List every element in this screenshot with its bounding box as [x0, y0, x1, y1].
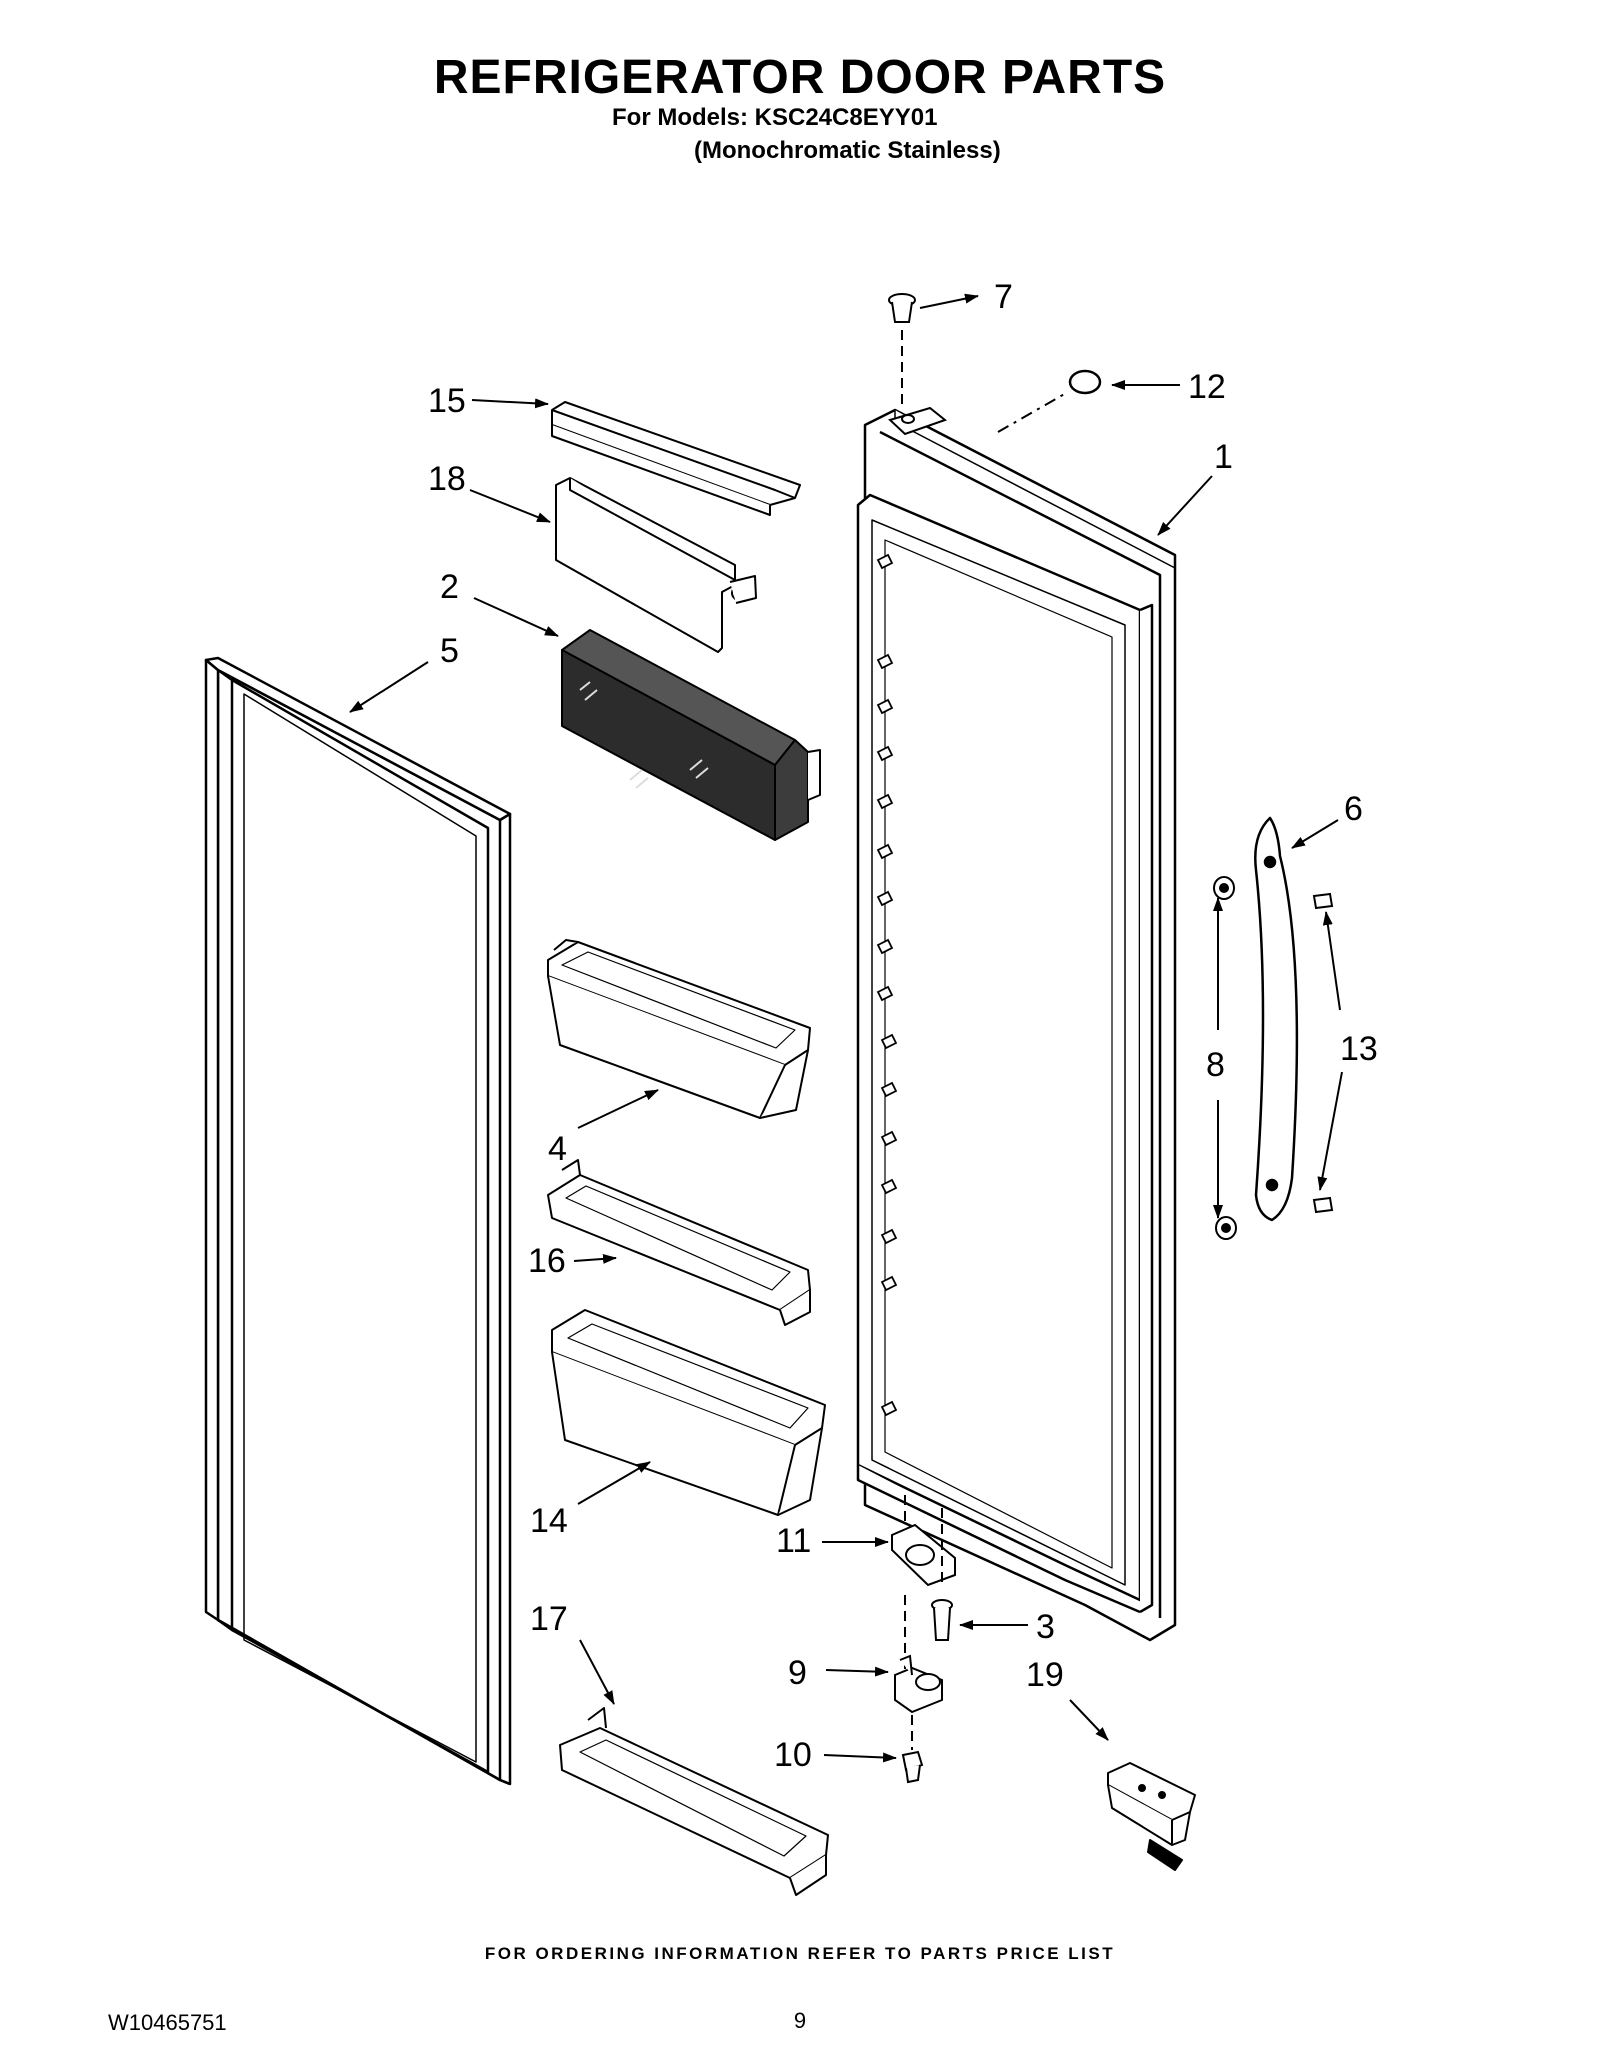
callout-6: 6 [1344, 790, 1363, 828]
callout-1: 1 [1214, 438, 1233, 476]
handle-screws [1312, 892, 1334, 1214]
page-number: 9 [793, 2008, 807, 2033]
hinge-screw [931, 1599, 953, 1641]
hinge-o-ring [1068, 369, 1102, 395]
dairy-door [551, 401, 801, 516]
callout-14: 14 [530, 1502, 568, 1540]
callout-7: 7 [994, 278, 1013, 316]
callout-4: 4 [548, 1130, 567, 1168]
door-bin-bottom-tray [559, 1707, 829, 1896]
door-shelf-supports [876, 553, 898, 1417]
door-gasket [204, 656, 512, 1786]
document-number: W10465751 [108, 2010, 227, 2035]
callout-18: 18 [428, 460, 466, 498]
callout-19: 19 [1026, 1656, 1064, 1694]
dairy-cover [555, 477, 757, 653]
callout-3: 3 [1036, 1608, 1055, 1646]
page-title: REFRIGERATOR DOOR PARTS [433, 51, 1167, 104]
callout-5: 5 [440, 632, 459, 670]
ordering-note: FOR ORDERING INFORMATION REFER TO PARTS … [484, 1944, 1116, 1963]
callout-12: 12 [1188, 368, 1226, 406]
door-assembly [856, 408, 1177, 1642]
callout-2: 2 [440, 568, 459, 606]
leader-lines [349, 293, 1343, 1763]
door-bin-lower [551, 1309, 826, 1516]
callout-8: 8 [1206, 1046, 1225, 1084]
callout-11: 11 [776, 1522, 811, 1560]
callout-17: 17 [530, 1600, 568, 1638]
hinge-bolt [901, 1750, 924, 1784]
callout-16: 16 [528, 1242, 566, 1280]
callout-labels: 7 12 1 15 18 2 5 6 8 13 4 16 14 17 11 3 … [428, 278, 1378, 1774]
callout-9: 9 [788, 1654, 807, 1692]
door-handle [1254, 816, 1299, 1222]
models-line: For Models: KSC24C8EYY01 [612, 104, 938, 131]
door-bin-upper [547, 939, 811, 1119]
callout-10: 10 [774, 1736, 812, 1774]
dairy-compartment [561, 629, 821, 841]
lower-hinge-shim [891, 1523, 956, 1587]
handle-spacers [1213, 876, 1237, 1240]
hinge-pin-plug [888, 293, 916, 323]
callout-15: 15 [428, 382, 466, 420]
lower-hinge-cam [894, 1654, 943, 1714]
hinge-cover [1107, 1762, 1196, 1871]
door-bin-tray [547, 1159, 811, 1326]
top-hinge-bushing [888, 406, 948, 436]
callout-13: 13 [1340, 1030, 1378, 1068]
variant-line: (Monochromatic Stainless) [694, 137, 1001, 164]
